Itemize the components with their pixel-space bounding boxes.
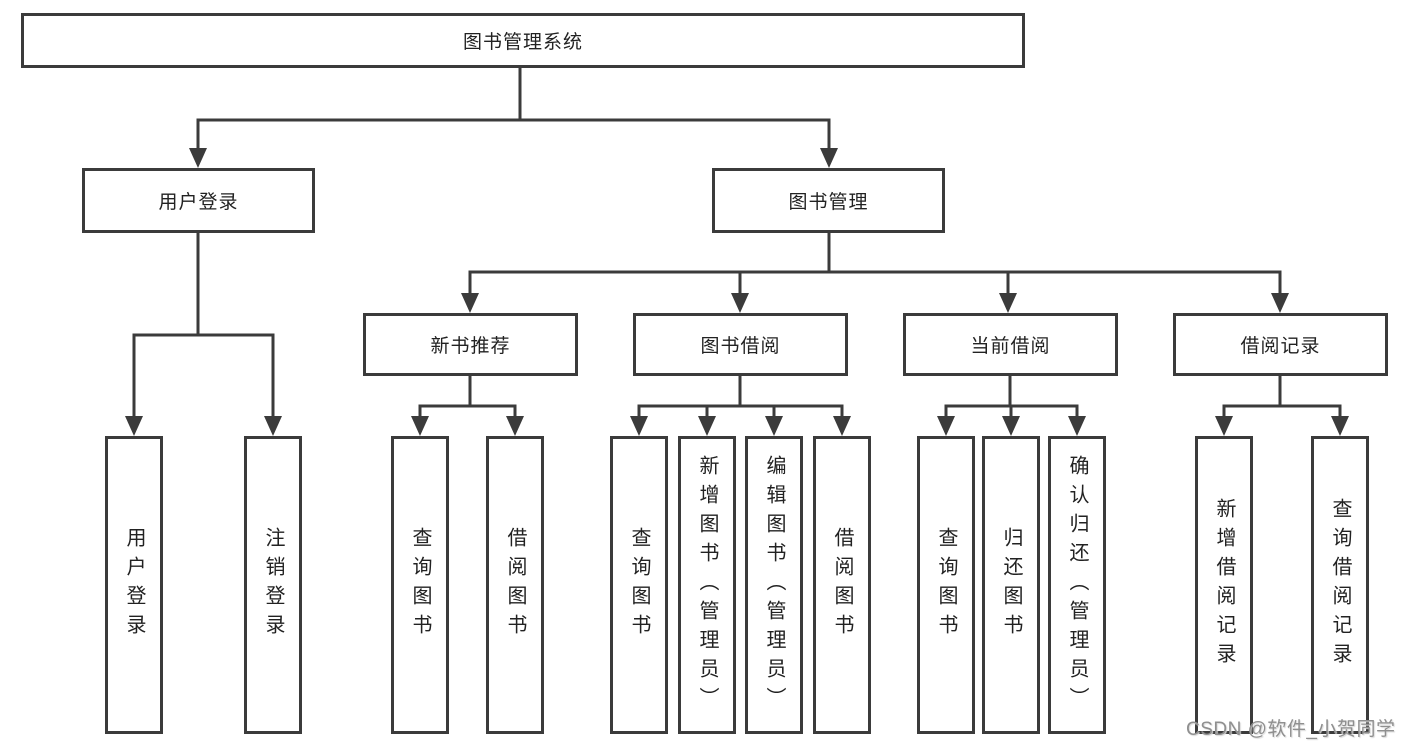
leaf-br-add-record: 新增借阅记录: [1195, 436, 1253, 734]
node-borrow-records: 借阅记录: [1173, 313, 1388, 376]
leaf-br-query-record: 查询借阅记录: [1311, 436, 1369, 734]
node-book-borrow: 图书借阅: [633, 313, 848, 376]
leaf-bb-borrow-books: 借阅图书: [813, 436, 871, 734]
node-root-system: 图书管理系统: [21, 13, 1025, 68]
leaf-user-login: 用户登录: [105, 436, 163, 734]
leaf-cb-query-books: 查询图书: [917, 436, 975, 734]
node-user-login: 用户登录: [82, 168, 315, 233]
leaf-bb-add-books-admin: 新增图书（管理员）: [678, 436, 736, 734]
leaf-bb-edit-books-admin: 编辑图书（管理员）: [745, 436, 803, 734]
tree-edge-lines: [132, 64, 1342, 422]
leaf-cb-confirm-return-admin: 确认归还（管理员）: [1048, 436, 1106, 734]
leaf-cb-return-books: 归还图书: [982, 436, 1040, 734]
leaf-nbr-query-books: 查询图书: [391, 436, 449, 734]
node-book-management: 图书管理: [712, 168, 945, 233]
node-current-borrow: 当前借阅: [903, 313, 1118, 376]
node-new-book-recommend: 新书推荐: [363, 313, 578, 376]
leaf-bb-query-books: 查询图书: [610, 436, 668, 734]
leaf-logout: 注销登录: [244, 436, 302, 734]
leaf-nbr-borrow-books: 借阅图书: [486, 436, 544, 734]
csdn-watermark: CSDN @软件_小贺同学: [1186, 719, 1396, 740]
